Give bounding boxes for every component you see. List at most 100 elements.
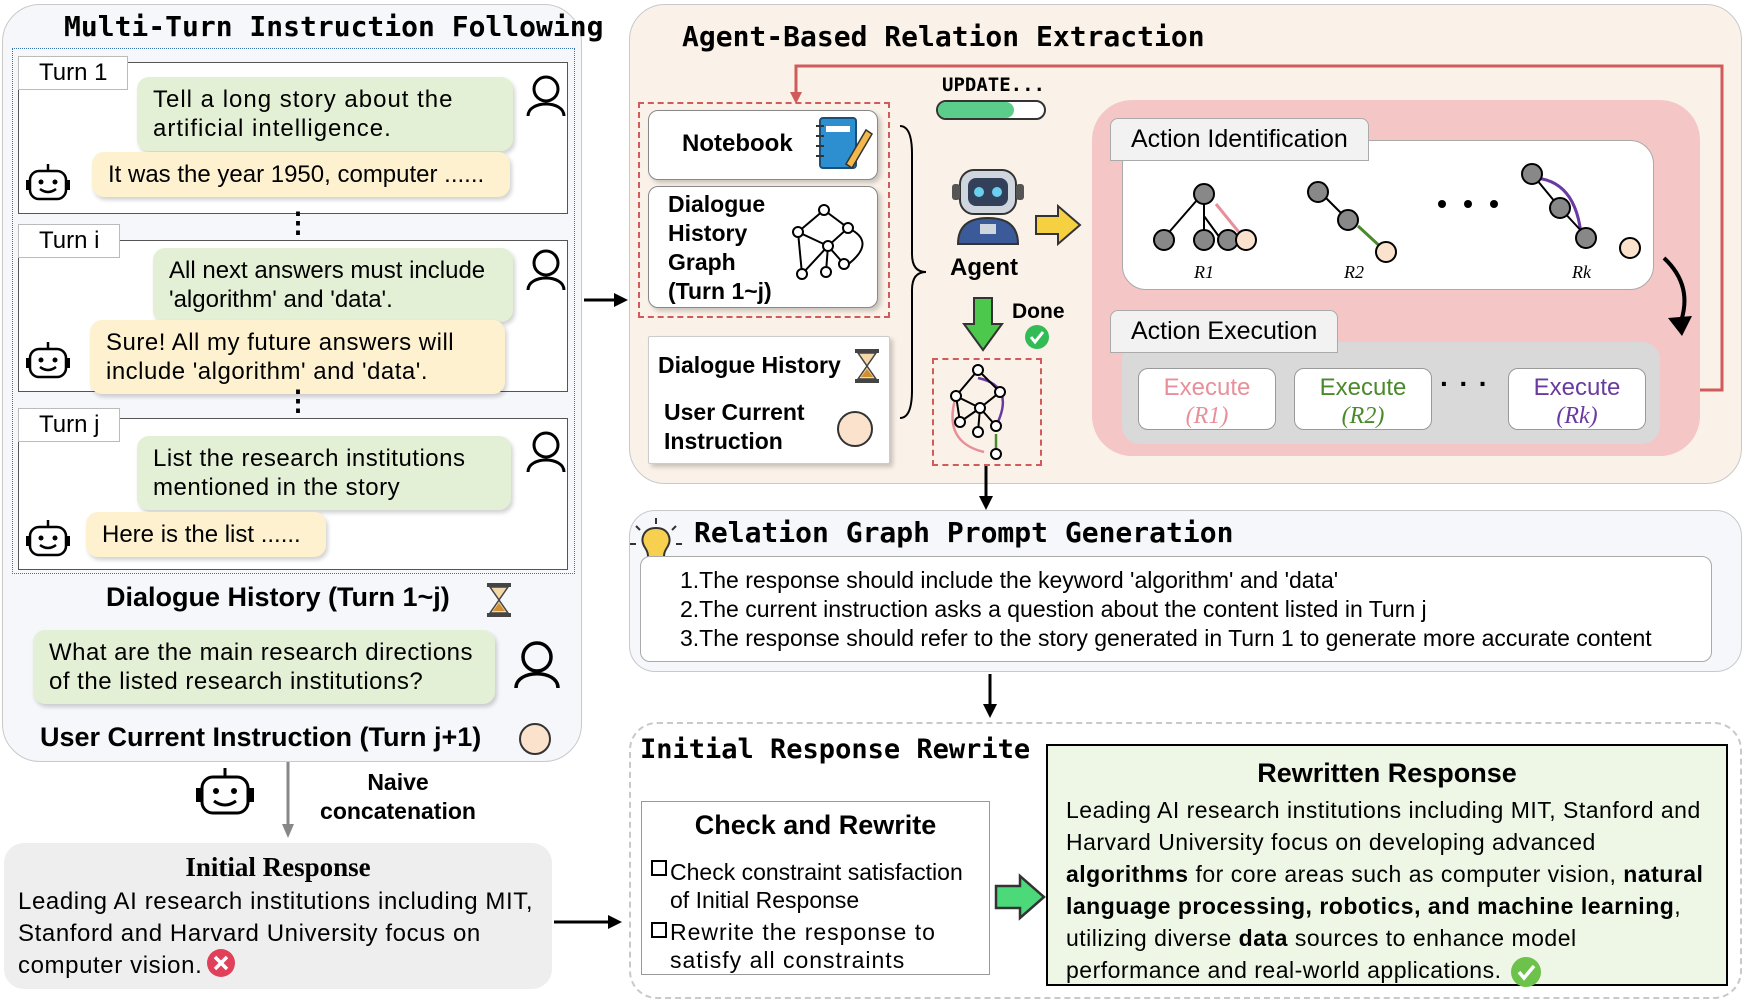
check-item-2: Rewrite the response to satisfy all cons…	[670, 919, 936, 973]
hourglass-icon	[487, 583, 511, 617]
user-icon	[526, 431, 566, 473]
turn-1-label: Turn 1	[18, 56, 129, 90]
rewritten-part: data	[1238, 925, 1288, 951]
result-graph-dashed-box	[932, 358, 1042, 466]
user-icon	[514, 641, 560, 689]
turn-j-label: Turn j	[18, 408, 121, 442]
relation-items-box	[640, 556, 1712, 662]
user-icon	[526, 75, 566, 117]
robot-icon	[26, 342, 70, 379]
instruction-circle-icon	[837, 411, 873, 447]
dialogue-history-graph-label: Dialogue History Graph (Turn 1~j)	[668, 191, 772, 304]
done-label: Done	[1012, 300, 1065, 323]
down-arrow	[983, 674, 997, 718]
relation-item-1: 1.The response should include the keywor…	[680, 567, 1339, 593]
initial-response-text: Leading AI research institutions includi…	[18, 888, 534, 979]
turn-i-user-bubble: All next answers must include 'algorithm…	[153, 248, 513, 322]
execute-r2-label: Execute	[1319, 374, 1407, 401]
rewritten-response-title: Rewritten Response	[1257, 758, 1517, 788]
rewritten-part: natural language processing, robotics, a…	[1066, 861, 1704, 919]
turn-i-bot-bubble: Sure! All my future answers will include…	[90, 320, 505, 394]
turn-1-bot-bubble: It was the year 1950, computer ......	[92, 152, 510, 197]
down-arrow	[282, 762, 294, 838]
rewrite-title: Initial Response Rewrite	[640, 734, 1031, 765]
execute-rk-arg: (Rk)	[1556, 403, 1598, 429]
turn-1-user-bubble: Tell a long story about the artificial i…	[137, 77, 513, 151]
execute-r1-label: Execute	[1163, 374, 1251, 401]
ellipsis-1: ⋮	[284, 207, 312, 238]
naive-concatenation-label: Naive concatenation	[320, 769, 476, 824]
robot-icon	[196, 768, 254, 815]
notebook-icon	[816, 117, 874, 170]
rewritten-part: Leading AI research institutions includi…	[1066, 797, 1701, 855]
initial-response-title: Initial Response	[185, 852, 371, 882]
curved-arrow	[1662, 256, 1692, 336]
agent-label: Agent	[950, 254, 1018, 281]
relation-item-3: 3.The response should refer to the story…	[680, 625, 1652, 651]
initial-response-rewrite-panel	[629, 722, 1742, 999]
check-and-rewrite-title: Check and Rewrite	[694, 810, 937, 840]
turn-j-user-bubble: List the research institutions mentioned…	[137, 436, 511, 510]
execute-rk-button[interactable]: Execute (Rk)	[1508, 368, 1646, 430]
notebook-label: Notebook	[682, 130, 793, 157]
dialogue-history-label: Dialogue History (Turn 1~j)	[106, 582, 450, 612]
turn-i-label: Turn i	[18, 224, 121, 258]
action-execution-tab: Action Execution	[1110, 310, 1339, 353]
execute-r1-arg: (R1)	[1185, 403, 1229, 429]
rewritten-response-box	[1046, 744, 1728, 986]
result-graph-icon	[950, 364, 1006, 460]
rewritten-response-text: Leading AI research institutions includi…	[1066, 794, 1712, 988]
check-icon	[1510, 956, 1541, 987]
check-icon	[1025, 325, 1049, 349]
robot-icon	[26, 164, 70, 201]
relation-graph-title: Relation Graph Prompt Generation	[694, 516, 1234, 549]
user-current-input-label: User Current Instruction	[664, 399, 805, 454]
relation-item-2: 2.The current instruction asks a questio…	[680, 596, 1427, 622]
r1-label: R1	[1194, 262, 1214, 282]
rewritten-part: algorithms	[1066, 861, 1189, 887]
user-current-instruction-label: User Current Instruction (Turn j+1)	[40, 722, 482, 752]
instruction-circle-icon	[519, 723, 551, 755]
r2-label: R2	[1344, 262, 1364, 282]
check-item-1: Check constraint satisfaction of Initial…	[670, 859, 963, 913]
graph-icon	[792, 204, 864, 280]
multi-turn-title: Multi-Turn Instruction Following	[64, 10, 604, 43]
dialogue-history-graph-card	[648, 186, 878, 308]
action-identification-tab: Action Identification	[1110, 118, 1369, 161]
update-progress-bar	[936, 100, 1046, 120]
rewritten-part: , utilizing diverse	[1066, 893, 1682, 951]
rewritten-part: sources to enhance model performance and…	[1066, 925, 1577, 983]
execute-rk-label: Execute	[1533, 374, 1621, 401]
initial-response-box	[4, 843, 552, 989]
execute-r1-button[interactable]: Execute (R1)	[1138, 368, 1276, 430]
checkbox-icon	[651, 922, 667, 938]
user-icon	[526, 249, 566, 291]
rewritten-part: for core areas such as computer vision,	[1188, 861, 1624, 887]
checkbox-icon	[651, 860, 667, 876]
turn-j-bot-bubble: Here is the list ......	[86, 512, 326, 557]
cross-icon	[207, 949, 235, 977]
hourglass-icon	[855, 349, 879, 383]
current-question-bubble: What are the main research directions of…	[33, 630, 495, 704]
agent-relation-title: Agent-Based Relation Extraction	[682, 20, 1205, 53]
feedback-loop-arrow	[790, 64, 1724, 392]
green-down-arrow-icon	[962, 297, 1004, 352]
right-arrow	[554, 915, 622, 929]
execute-r2-button[interactable]: Execute (R2)	[1294, 368, 1432, 430]
check-and-rewrite-box	[641, 801, 990, 975]
rk-label: Rk	[1572, 262, 1591, 282]
relation-graphs	[1153, 163, 1641, 263]
notebook-graph-dashed-box	[638, 102, 890, 318]
down-arrow	[979, 466, 993, 510]
dialogue-history-input-label: Dialogue History	[658, 352, 841, 378]
green-right-arrow-icon	[994, 873, 1046, 921]
dialogue-history-box	[12, 48, 575, 574]
execute-ellipsis: ···	[1440, 368, 1498, 399]
execute-r2-arg: (R2)	[1341, 403, 1385, 429]
update-label: UPDATE...	[942, 74, 1045, 96]
agent-robot-icon	[952, 169, 1024, 245]
right-arrow	[584, 293, 628, 307]
robot-icon	[26, 520, 70, 557]
ellipsis-2: ⋮	[284, 385, 312, 416]
brace	[899, 125, 927, 419]
